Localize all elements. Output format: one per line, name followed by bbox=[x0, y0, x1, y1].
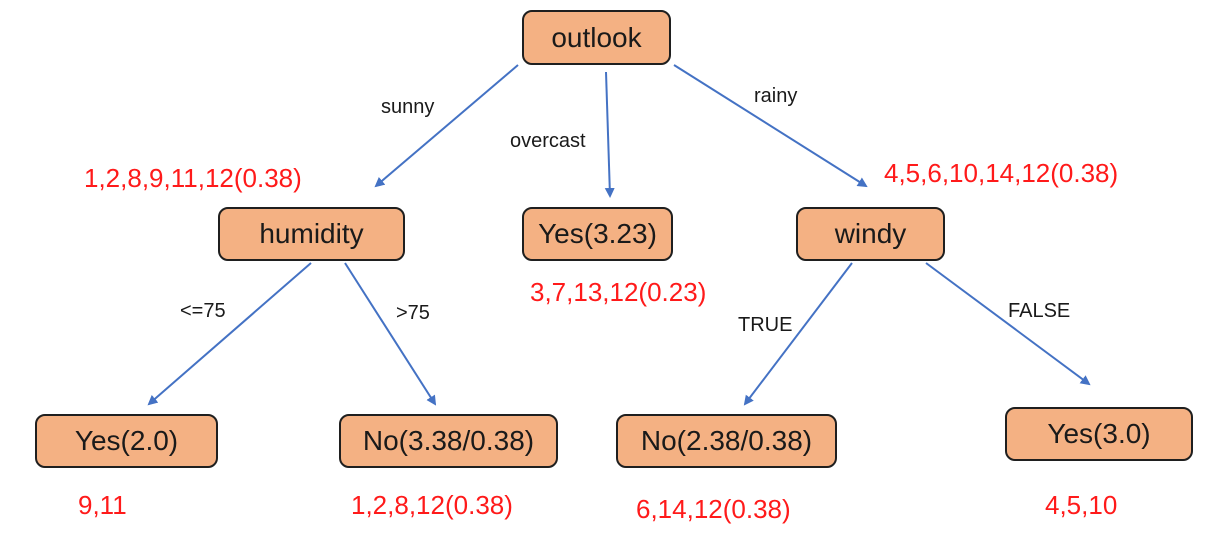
subset-yes-windy: 4,5,10 bbox=[1045, 490, 1118, 520]
edge-sunny bbox=[374, 64, 519, 188]
edge-label-le75: <=75 bbox=[180, 300, 226, 322]
node-windy: windy bbox=[796, 207, 945, 261]
node-yes-humidity: Yes(2.0) bbox=[35, 414, 218, 468]
node-yes-overcast: Yes(3.23) bbox=[522, 207, 673, 261]
edge-false bbox=[925, 262, 1091, 386]
subset-yes-humidity: 9,11 bbox=[78, 490, 127, 520]
subset-windy: 4,5,6,10,14,12(0.38) bbox=[884, 158, 1119, 188]
node-humidity: humidity bbox=[218, 207, 405, 261]
edge-label-sunny: sunny bbox=[381, 96, 435, 118]
subset-no-windy: 6,14,12(0.38) bbox=[636, 494, 791, 524]
edge-label-true: TRUE bbox=[738, 314, 793, 336]
node-no-humidity: No(3.38/0.38) bbox=[339, 414, 558, 468]
edge-le75 bbox=[147, 262, 312, 406]
subset-no-humidity: 1,2,8,12(0.38) bbox=[351, 490, 513, 520]
subset-yes-overcast: 3,7,13,12(0.23) bbox=[530, 277, 707, 307]
node-yes-windy: Yes(3.0) bbox=[1005, 407, 1193, 461]
edge-label-rainy: rainy bbox=[754, 85, 798, 107]
edge-label-false: FALSE bbox=[1008, 300, 1071, 322]
edge-gt75 bbox=[344, 262, 437, 406]
edge-overcast bbox=[604, 71, 615, 198]
edge-label-overcast: overcast bbox=[510, 130, 586, 152]
edge-rainy bbox=[673, 64, 868, 188]
edge-label-gt75: >75 bbox=[396, 302, 430, 324]
subset-humidity: 1,2,8,9,11,12(0.38) bbox=[84, 163, 302, 193]
node-no-windy: No(2.38/0.38) bbox=[616, 414, 837, 468]
node-outlook: outlook bbox=[522, 10, 671, 65]
edge-true bbox=[743, 262, 853, 406]
